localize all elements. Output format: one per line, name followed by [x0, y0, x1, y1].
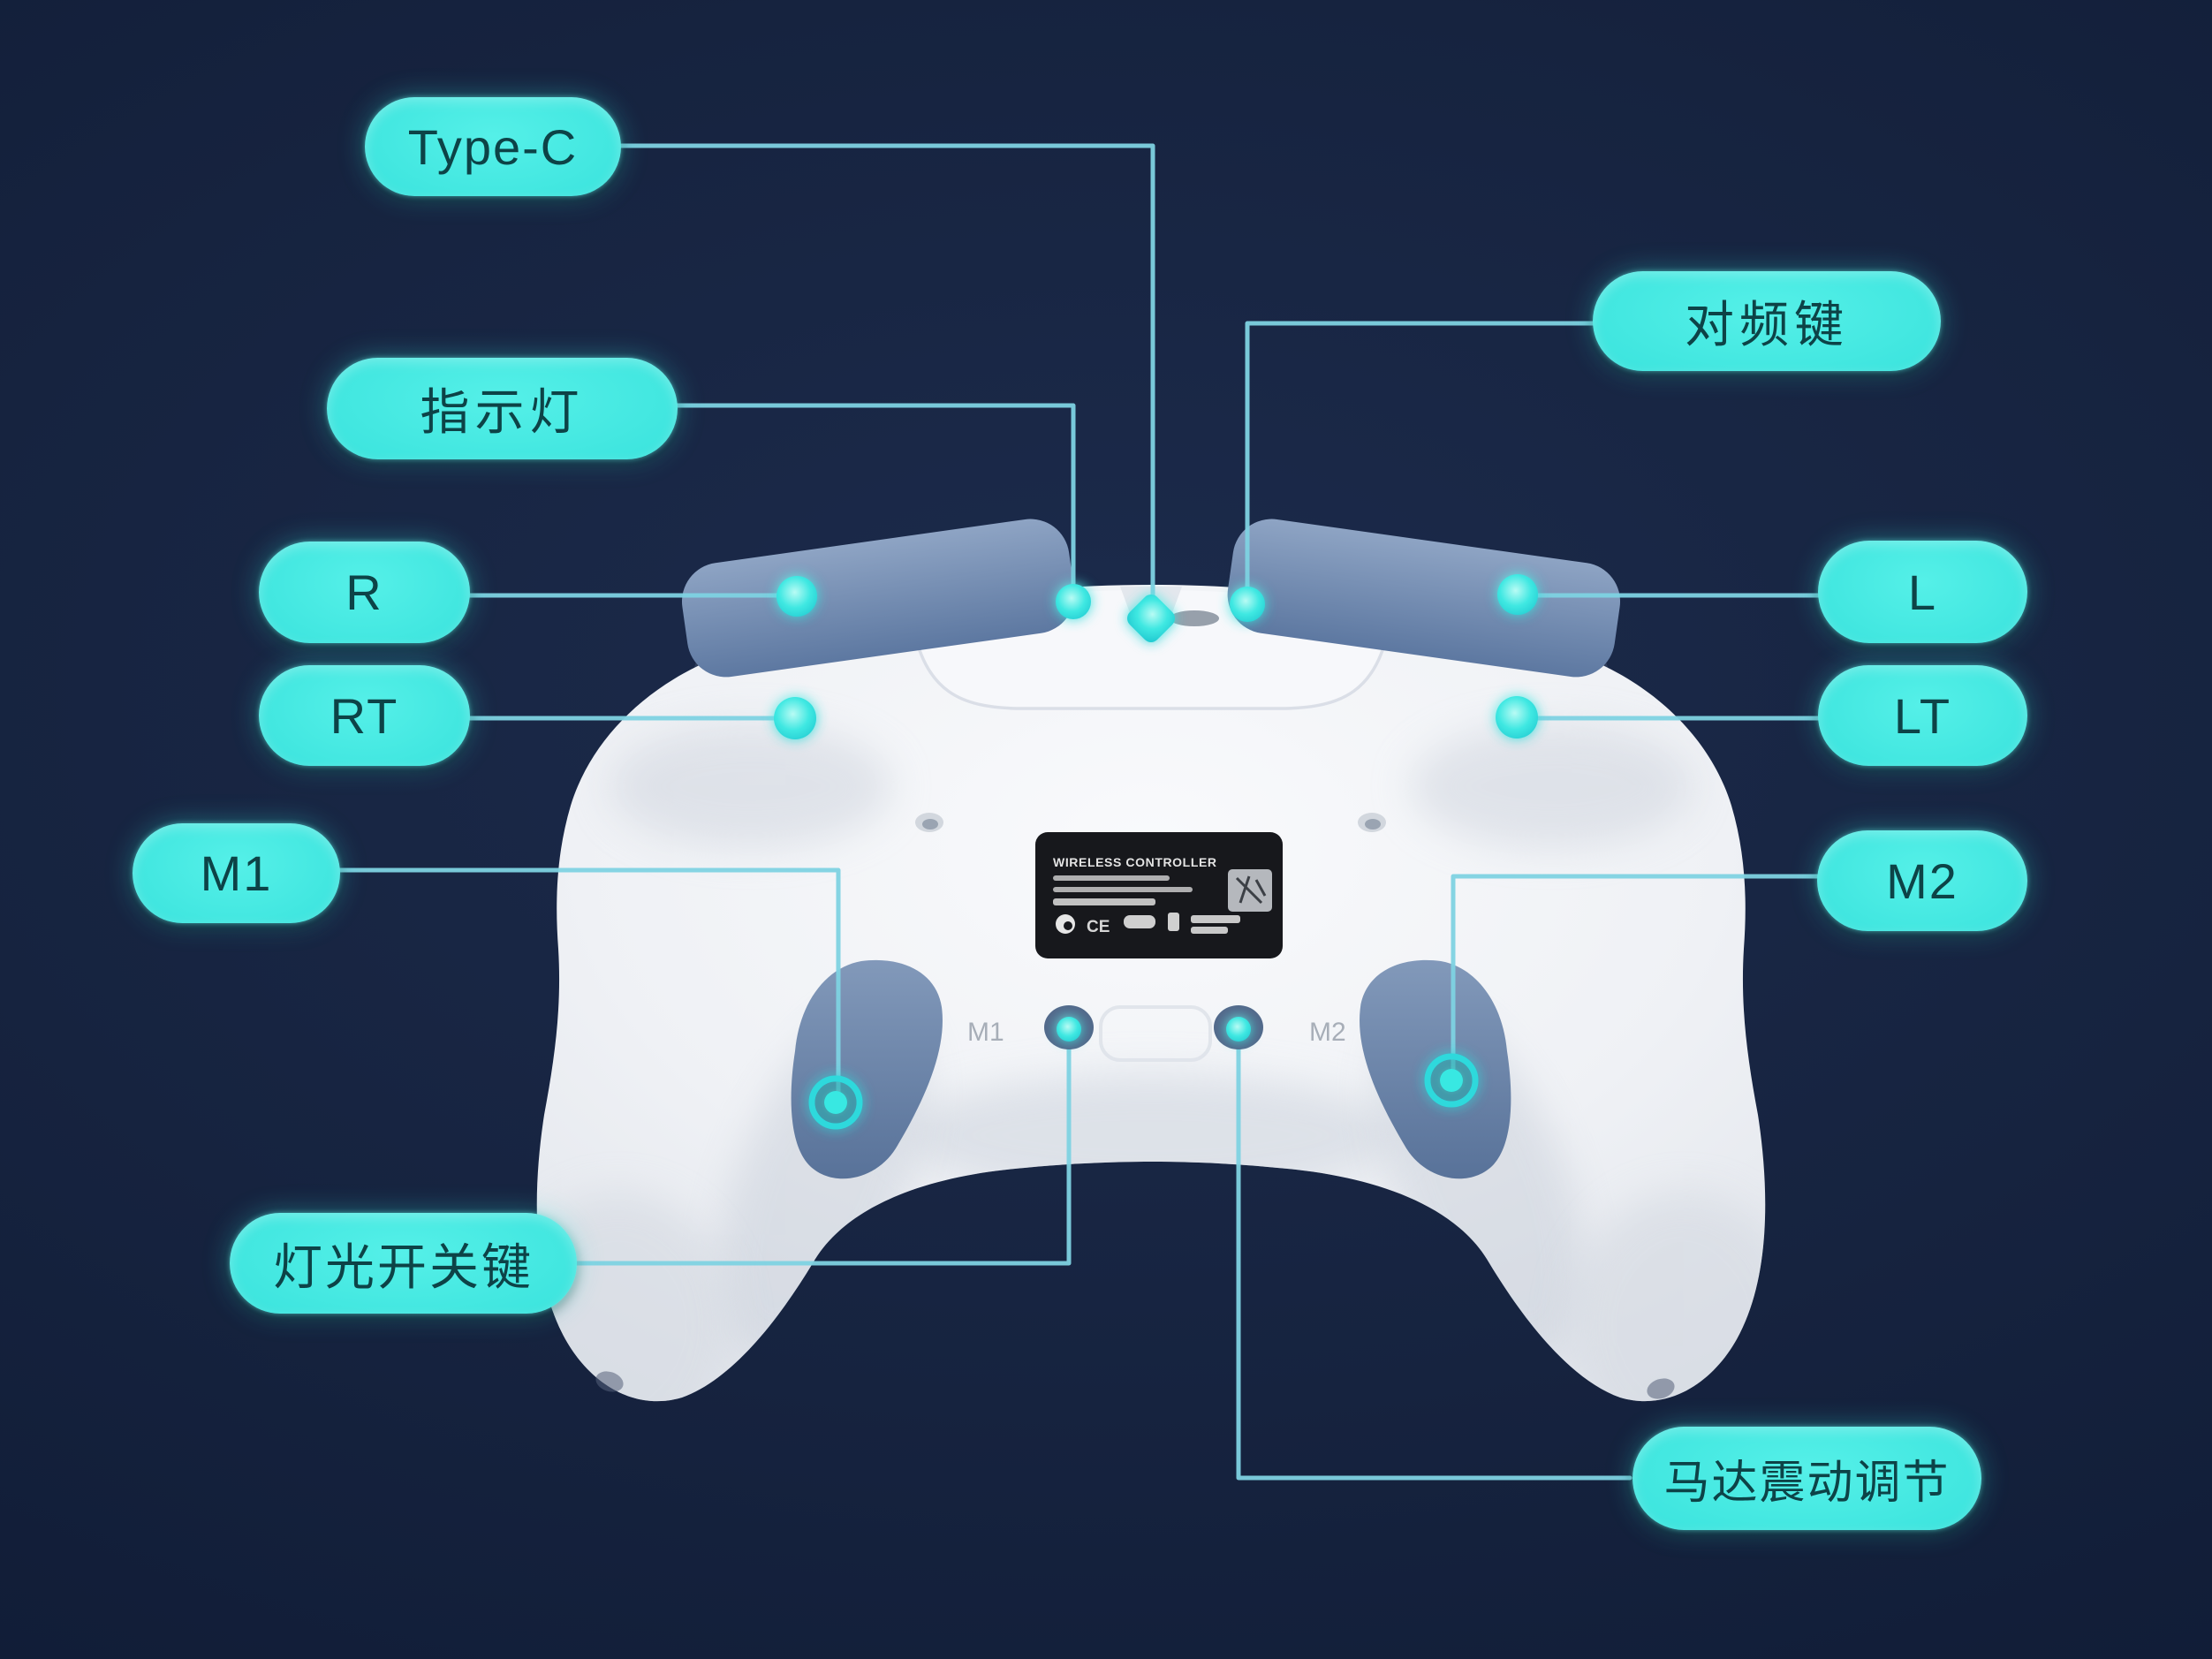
l-endpoint-dot — [1497, 574, 1538, 615]
screw-dimple-right — [1358, 813, 1386, 832]
battery-icon — [1168, 913, 1179, 931]
label-r: R — [259, 542, 470, 643]
shell-print-m1: M1 — [967, 1018, 1004, 1047]
label-indicator: 指示灯 — [327, 358, 678, 459]
recycle-icon — [1056, 914, 1075, 934]
grip-hole-right — [1647, 1378, 1675, 1399]
center-slot — [1099, 1005, 1212, 1062]
m1-endpoint-ring — [808, 1075, 863, 1130]
sticker-text-line — [1053, 875, 1170, 881]
connectors — [335, 143, 1823, 1481]
light-switch-button — [1044, 1005, 1094, 1049]
label-motor: 马达震动调节 — [1632, 1427, 1981, 1530]
sticker-code-bar — [1191, 927, 1228, 934]
indicator-light-dot — [1056, 584, 1091, 619]
type-c-port — [1170, 610, 1219, 626]
vibration-button — [1214, 1005, 1263, 1049]
screw-dimple-left — [915, 813, 943, 832]
sticker-code-bar — [1191, 915, 1240, 923]
sticker-text-line — [1053, 898, 1155, 905]
l-bumper — [1227, 519, 1621, 678]
sticker-title: WIRELESS CONTROLLER — [1053, 855, 1217, 869]
label-light-switch: 灯光开关键 — [230, 1213, 577, 1314]
m2-endpoint-ring — [1424, 1053, 1479, 1108]
r-bumper — [681, 519, 1075, 678]
connector-m1 — [335, 867, 841, 1098]
label-pairing: 对频键 — [1593, 271, 1941, 371]
pairing-button-dot — [1230, 587, 1265, 622]
connector-type-c — [616, 143, 1155, 612]
label-m1: M1 — [133, 823, 340, 923]
connector-pairing — [1245, 321, 1598, 598]
shell-print-m2: M2 — [1309, 1018, 1346, 1047]
connector-m2 — [1451, 874, 1822, 1077]
grip-hole-left — [595, 1371, 624, 1392]
label-type-c: Type-C — [365, 97, 621, 196]
label-m2: M2 — [1817, 830, 2027, 931]
ce-mark: CE — [1087, 918, 1110, 936]
connector-light-switch — [572, 1035, 1072, 1266]
label-lt: LT — [1818, 665, 2027, 766]
connector-motor — [1236, 1035, 1632, 1481]
hump-crease — [910, 617, 1392, 710]
endpoint-markers — [774, 574, 1538, 1130]
lt-endpoint-dot — [1496, 696, 1538, 739]
type-c-marker — [1127, 595, 1175, 642]
info-sticker: WIRELESS CONTROLLER CE — [1035, 832, 1283, 958]
connector-indicator — [672, 403, 1076, 595]
label-l: L — [1818, 541, 2027, 643]
rt-endpoint-dot — [774, 697, 816, 739]
sticker-text-line — [1053, 887, 1193, 892]
r-endpoint-dot — [776, 576, 817, 617]
qr-code — [1228, 869, 1272, 912]
weee-icon — [1124, 915, 1155, 928]
label-rt: RT — [259, 665, 470, 766]
